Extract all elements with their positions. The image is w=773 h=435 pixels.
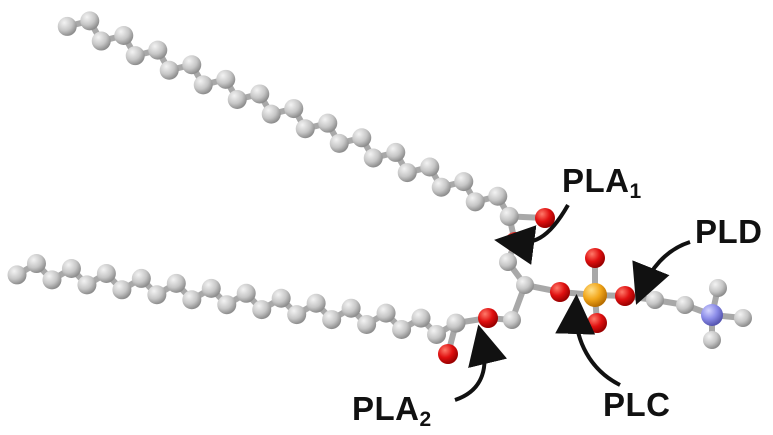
carbon-atom (376, 303, 396, 323)
carbon-atom (125, 46, 145, 66)
label-pla2-subscript: 2 (419, 408, 432, 431)
carbon-atom (363, 148, 383, 168)
carbon-atom (503, 311, 521, 329)
carbon-atom (261, 104, 281, 124)
carbon-atom (42, 270, 62, 290)
carbon-atom (80, 11, 100, 31)
carbon-atom (386, 142, 406, 162)
carbon-atom (252, 300, 272, 320)
carbon-atom (446, 313, 466, 333)
carbon-atom (112, 280, 132, 300)
carbon-atom (201, 278, 221, 298)
oxygen-atom (478, 308, 498, 328)
carbon-atom (131, 268, 151, 288)
oxygen-atom (587, 313, 607, 333)
carbon-atom (734, 309, 752, 327)
carbon-atom (318, 113, 338, 133)
label-pla1-subscript: 1 (629, 180, 642, 203)
carbon-atom (427, 324, 447, 344)
carbon-atom (236, 283, 256, 303)
molecule-atoms (7, 11, 752, 364)
carbon-atom (182, 290, 202, 310)
carbon-atom (193, 75, 213, 95)
carbon-atom (703, 331, 721, 349)
carbon-atom (287, 305, 307, 325)
label-plc-text: PLC (603, 386, 671, 423)
carbon-atom (646, 291, 664, 309)
carbon-atom (61, 259, 81, 279)
carbon-atom (166, 273, 186, 293)
label-pla1-text: PLA (562, 162, 630, 199)
label-pla2-text: PLA (352, 390, 420, 427)
carbon-atom (57, 16, 77, 36)
carbon-atom (96, 263, 116, 283)
carbon-atom (499, 206, 519, 226)
phosphorus-atom (583, 283, 607, 307)
carbon-atom (250, 84, 270, 104)
carbon-atom (454, 172, 474, 192)
carbon-atom (217, 295, 237, 315)
carbon-atom (341, 298, 361, 318)
label-plc: PLC (603, 386, 671, 424)
carbon-atom (676, 296, 694, 314)
carbon-atom (465, 192, 485, 212)
carbon-atom (329, 133, 349, 153)
pld-arrow (632, 240, 691, 305)
oxygen-atom (438, 344, 458, 364)
carbon-atom (411, 308, 431, 328)
pla1-arrow (494, 204, 570, 265)
oxygen-atom (550, 282, 570, 302)
pla2-arrow (454, 324, 508, 402)
label-pla1: PLA1 (562, 162, 642, 204)
carbon-atom (357, 315, 377, 335)
label-pld-text: PLD (695, 213, 763, 250)
carbon-atom (26, 254, 46, 274)
carbon-atom (284, 99, 304, 119)
carbon-atom (488, 186, 508, 206)
carbon-atom (182, 55, 202, 75)
carbon-atom (295, 119, 315, 139)
carbon-atom (77, 275, 97, 295)
carbon-atom (516, 276, 534, 294)
carbon-atom (392, 319, 412, 339)
carbon-atom (7, 265, 27, 285)
carbon-atom (306, 293, 326, 313)
carbon-atom (147, 285, 167, 305)
carbon-atom (227, 90, 247, 110)
carbon-atom (216, 69, 236, 89)
carbon-atom (271, 288, 291, 308)
label-pla2: PLA2 (352, 390, 432, 432)
carbon-atom (159, 60, 179, 80)
oxygen-atom (615, 286, 635, 306)
carbon-atom (114, 25, 134, 45)
carbon-atom (352, 128, 372, 148)
carbon-atom (148, 40, 168, 60)
label-pld: PLD (695, 213, 763, 251)
carbon-atom (420, 157, 440, 177)
cleavage-arrows (454, 204, 691, 402)
oxygen-atom (585, 248, 605, 268)
plc-arrow (555, 294, 621, 387)
nitrogen-atom (701, 304, 723, 326)
carbon-atom (322, 310, 342, 330)
carbon-atom (431, 177, 451, 197)
oxygen-atom (535, 208, 555, 228)
carbon-atom (91, 31, 111, 51)
carbon-atom (709, 279, 727, 297)
carbon-atom (397, 163, 417, 183)
carbon-atom (499, 253, 517, 271)
